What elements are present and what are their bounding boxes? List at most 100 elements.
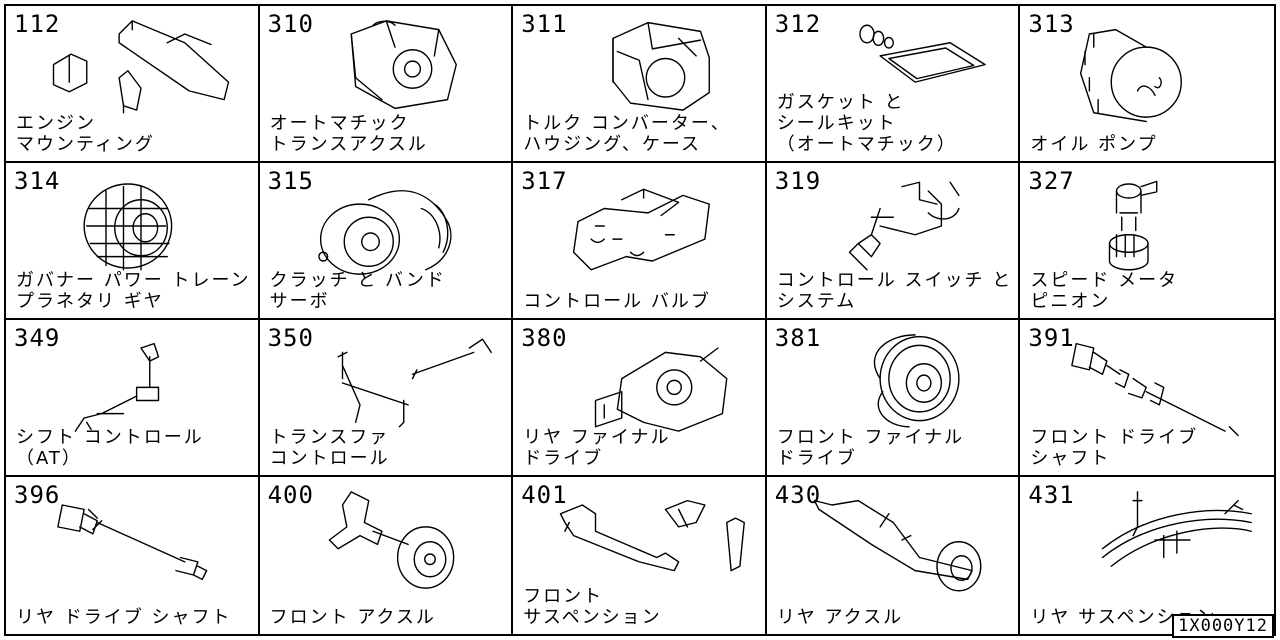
part-group-label: フロント アクスル (270, 607, 436, 628)
part-group-label-line: エンジン (16, 113, 96, 134)
part-group-number: 317 (521, 167, 568, 195)
auto-transaxle-icon (290, 14, 500, 124)
part-group-label-line: シャフト (1030, 448, 1111, 469)
part-group-number: 430 (774, 481, 822, 509)
part-group-number: 381 (774, 324, 822, 352)
part-group-label: フロントサスペンション (523, 586, 661, 628)
part-group-430[interactable]: 430 リヤ アクスル (766, 477, 1021, 634)
part-group-label-line: フロント アクスル (269, 607, 436, 628)
part-group-label-line: リヤ ドライブ シャフト (16, 607, 232, 628)
part-group-label: リヤ サスペンション (1030, 607, 1216, 628)
part-group-317[interactable]: 317 コントロール バルブ (513, 163, 767, 320)
part-group-label: フロント ファイナルドライブ (777, 427, 964, 469)
part-group-label-line: システム (776, 291, 857, 312)
part-group-311[interactable]: 311 トルク コンバーター、ハウジング、ケース (513, 6, 767, 163)
rear-final-drive-icon (543, 328, 753, 438)
part-group-number: 380 (521, 324, 568, 352)
part-group-310[interactable]: 310 オートマチックトランスアクスル (259, 6, 514, 163)
front-axle-icon (290, 485, 500, 595)
part-group-label-line: コントロール バルブ (523, 291, 711, 312)
rear-drive-shaft-icon (36, 485, 246, 595)
part-group-label-line: ドライブ (523, 448, 604, 469)
planetary-gear-icon (36, 171, 246, 281)
transfer-control-icon (290, 328, 500, 438)
part-group-label-line: シフト コントロール (16, 427, 204, 448)
part-group-315[interactable]: 315 クラッチ と バンドサーボ (259, 163, 514, 320)
part-group-label-line: フロント (523, 586, 604, 607)
part-group-number: 391 (1028, 324, 1075, 352)
part-group-number: 112 (14, 10, 61, 38)
part-group-label: オイル ポンプ (1030, 134, 1157, 155)
gasket-kit-icon (797, 14, 1007, 124)
part-group-label: トルク コンバーター、ハウジング、ケース (523, 113, 731, 155)
part-group-label: シフト コントロール（AT） (16, 427, 204, 469)
part-group-number: 400 (267, 481, 314, 509)
part-group-label-line: オイル ポンプ (1030, 134, 1158, 155)
part-group-319[interactable]: 319 コントロール スイッチ とシステム (766, 163, 1021, 320)
part-group-number: 315 (267, 167, 314, 195)
control-switch-icon (797, 171, 1007, 281)
part-group-label: フロント ドライブシャフト (1030, 427, 1198, 469)
part-group-label-line: プラネタリ ギヤ (16, 291, 164, 312)
part-group-391[interactable]: 391 フロント ドライブシャフト (1020, 320, 1274, 477)
part-group-label: スピード メータピニオン (1030, 270, 1178, 312)
part-group-label: エンジンマウンティング (16, 113, 155, 155)
part-group-label-line: コントロール (269, 448, 390, 469)
part-group-number: 311 (521, 10, 568, 38)
part-group-label-line: リヤ サスペンション (1030, 607, 1217, 628)
part-group-number: 349 (14, 324, 61, 352)
torque-converter-icon (543, 14, 753, 124)
part-group-314[interactable]: 314 ガバナー パワー トレーンプラネタリ ギヤ (6, 163, 260, 320)
part-group-label: コントロール スイッチ とシステム (777, 270, 1012, 312)
part-group-label: クラッチ と バンドサーボ (270, 270, 446, 312)
part-group-313[interactable]: 313 オイル ポンプ (1020, 6, 1274, 163)
part-group-112[interactable]: 112 エンジンマウンティング (6, 6, 260, 163)
part-group-349[interactable]: 349 シフト コントロール（AT） (6, 320, 260, 477)
part-group-label-line: シールキット (776, 113, 897, 134)
part-group-label-line: ピニオン (1030, 291, 1111, 312)
part-group-label-line: （AT） (16, 448, 82, 469)
part-group-number: 319 (774, 167, 822, 195)
rear-suspension-icon (1050, 485, 1260, 595)
parts-catalog-grid: 112 エンジンマウンティング 310 オートマチックトランスアクスル 311 トルク コ… (4, 4, 1276, 636)
part-group-label-line: コントロール スイッチ と (776, 270, 1013, 291)
part-group-label: コントロール バルブ (523, 291, 711, 312)
part-group-number: 350 (267, 324, 314, 352)
part-group-number: 310 (267, 10, 314, 38)
part-group-number: 401 (521, 481, 568, 509)
part-group-label-line: スピード メータ (1030, 270, 1179, 291)
part-group-number: 314 (14, 167, 61, 195)
part-group-label-line: マウンティング (16, 134, 155, 155)
part-group-label-line: ガバナー パワー トレーン (16, 270, 251, 291)
control-valve-icon (543, 171, 753, 281)
part-group-400[interactable]: 400 フロント アクスル (259, 477, 514, 634)
engine-mounting-icon (36, 14, 246, 124)
part-group-label-line: トランスアクスル (269, 134, 428, 155)
part-group-number: 313 (1028, 10, 1075, 38)
part-group-label-line: オートマチック (269, 113, 410, 134)
rear-axle-icon (797, 485, 1007, 595)
part-group-label-line: トルク コンバーター、 (523, 113, 731, 134)
speedometer-pinion-icon (1050, 171, 1260, 281)
part-group-380[interactable]: 380 リヤ ファイナルドライブ (513, 320, 767, 477)
part-group-label-line: （オートマチック） (776, 134, 957, 155)
clutch-band-icon (290, 171, 500, 281)
front-drive-shaft-icon (1050, 328, 1260, 438)
part-group-label: リヤ ドライブ シャフト (16, 607, 231, 628)
part-group-396[interactable]: 396 リヤ ドライブ シャフト (6, 477, 260, 634)
part-group-label: リヤ ファイナルドライブ (523, 427, 670, 469)
part-group-381[interactable]: 381 フロント ファイナルドライブ (766, 320, 1021, 477)
part-group-label-line: クラッチ と バンド (269, 270, 446, 291)
part-group-label-line: ハウジング、ケース (523, 134, 702, 155)
part-group-label: ガスケット とシールキット（オートマチック） (777, 92, 957, 155)
part-group-number: 396 (14, 481, 61, 509)
part-group-label: リヤ アクスル (777, 607, 903, 628)
part-group-401[interactable]: 401 フロントサスペンション (513, 477, 767, 634)
oil-pump-icon (1050, 14, 1260, 124)
front-final-drive-icon (797, 328, 1007, 438)
part-group-label: オートマチックトランスアクスル (270, 113, 428, 155)
